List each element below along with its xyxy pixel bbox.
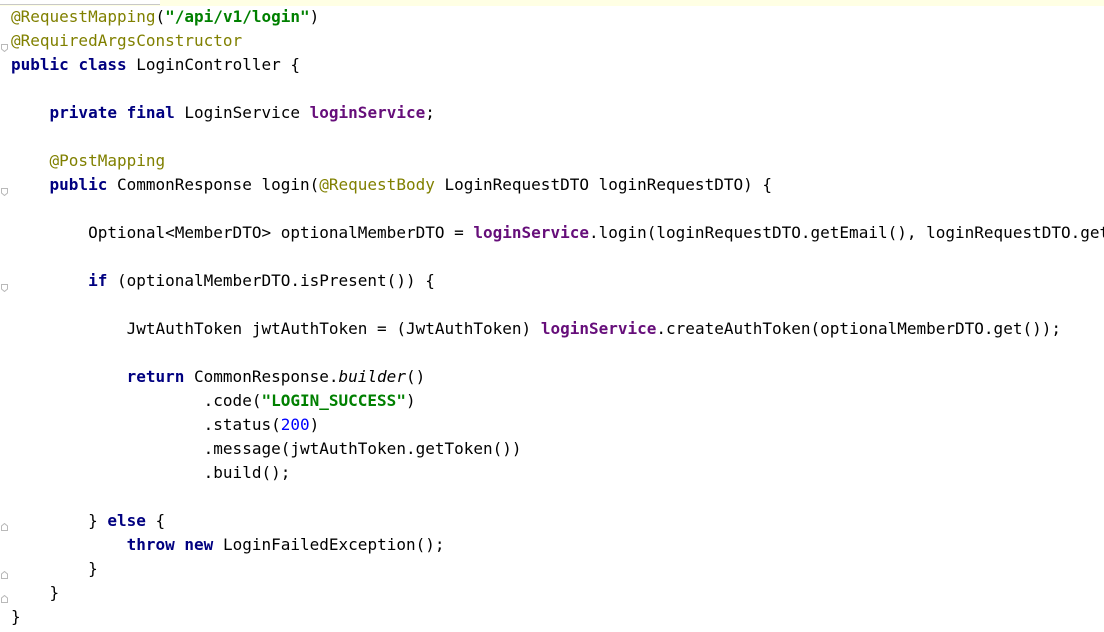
- code-line[interactable]: private final LoginService loginService;: [11, 101, 1104, 125]
- code-token: CommonResponse.: [184, 367, 339, 386]
- code-token: "LOGIN_SUCCESS": [261, 391, 406, 410]
- previous-line-edge: [0, 0, 160, 5]
- code-token: .build();: [11, 463, 291, 482]
- code-token: (): [405, 367, 426, 386]
- code-token: @RequiredArgsConstructor: [11, 31, 243, 50]
- code-token: }: [11, 583, 60, 602]
- code-token: "/api/v1/login": [165, 7, 310, 26]
- code-token: JwtAuthToken jwtAuthToken = (JwtAuthToke…: [11, 319, 541, 338]
- fold-end-icon[interactable]: [1, 595, 8, 603]
- code-token: .status(: [11, 415, 281, 434]
- code-token: [11, 271, 88, 290]
- code-token: }: [11, 559, 98, 578]
- code-token: loginService: [309, 103, 426, 122]
- code-token: .login(loginRequestDTO.getEmail(), login…: [588, 223, 1104, 242]
- code-line[interactable]: Optional<MemberDTO> optionalMemberDTO = …: [11, 221, 1104, 245]
- fold-end-icon[interactable]: [1, 571, 8, 579]
- code-area[interactable]: @RequestMapping("/api/v1/login") @Require…: [11, 5, 1104, 629]
- code-line[interactable]: @RequiredArgsConstructor: [11, 29, 1104, 53]
- code-line[interactable]: throw new LoginFailedException();: [11, 533, 1104, 557]
- code-line[interactable]: @RequestMapping("/api/v1/login"): [11, 5, 1104, 29]
- code-token: new: [184, 535, 214, 554]
- code-token: [11, 175, 50, 194]
- code-token: LoginService: [174, 103, 310, 122]
- code-line[interactable]: }: [11, 557, 1104, 581]
- code-token: final: [126, 103, 175, 122]
- code-token: return: [126, 367, 185, 386]
- code-line[interactable]: JwtAuthToken jwtAuthToken = (JwtAuthToke…: [11, 317, 1104, 341]
- code-token: LoginFailedException();: [213, 535, 445, 554]
- code-token: private: [49, 103, 117, 122]
- code-token: ;: [425, 103, 435, 122]
- code-token: [11, 367, 127, 386]
- code-token: .createAuthToken(optionalMemberDTO.get()…: [656, 319, 1061, 338]
- code-line[interactable]: if (optionalMemberDTO.isPresent()) {: [11, 269, 1104, 293]
- code-line[interactable]: } else {: [11, 509, 1104, 533]
- code-token: builder: [338, 367, 406, 386]
- code-token: [11, 151, 50, 170]
- code-token: {: [145, 511, 166, 530]
- code-line[interactable]: [11, 293, 1104, 317]
- code-token: 200: [280, 415, 310, 434]
- code-line[interactable]: [11, 245, 1104, 269]
- code-line[interactable]: public CommonResponse login(@RequestBody…: [11, 173, 1104, 197]
- code-line[interactable]: .build();: [11, 461, 1104, 485]
- code-line[interactable]: [11, 485, 1104, 509]
- code-token: public: [11, 55, 69, 74]
- code-line[interactable]: [11, 341, 1104, 365]
- code-token: ): [309, 415, 320, 434]
- code-token: loginService: [473, 223, 589, 242]
- code-line[interactable]: [11, 197, 1104, 221]
- fold-start-icon[interactable]: [1, 284, 8, 292]
- code-token: (: [155, 7, 166, 26]
- code-token: .code(: [11, 391, 262, 410]
- code-token: (optionalMemberDTO.isPresent()) {: [107, 271, 435, 290]
- code-line[interactable]: [11, 125, 1104, 149]
- code-token: @PostMapping: [49, 151, 166, 170]
- fold-end-icon[interactable]: [1, 523, 8, 531]
- code-token: LoginController {: [126, 55, 300, 74]
- code-token: if: [88, 271, 108, 290]
- code-token: @RequestMapping: [11, 7, 156, 26]
- code-line[interactable]: [11, 77, 1104, 101]
- fold-gutter: [0, 0, 10, 632]
- previous-line-highlight: [0, 0, 1104, 6]
- code-token: [11, 103, 50, 122]
- code-token: else: [107, 511, 146, 530]
- code-token: public: [49, 175, 108, 194]
- code-token: @RequestBody: [319, 175, 435, 194]
- code-token: [11, 535, 127, 554]
- code-token: ): [405, 391, 416, 410]
- code-token: CommonResponse login(: [107, 175, 320, 194]
- code-token: class: [78, 55, 127, 74]
- code-token: LoginRequestDTO loginRequestDTO) {: [434, 175, 772, 194]
- code-token: throw: [126, 535, 175, 554]
- code-token: ): [309, 7, 320, 26]
- code-token: [117, 103, 127, 122]
- code-line[interactable]: return CommonResponse.builder(): [11, 365, 1104, 389]
- code-line[interactable]: .message(jwtAuthToken.getToken()): [11, 437, 1104, 461]
- code-line[interactable]: public class LoginController {: [11, 53, 1104, 77]
- code-line[interactable]: @PostMapping: [11, 149, 1104, 173]
- code-token: [69, 55, 79, 74]
- code-token: Optional<MemberDTO> optionalMemberDTO =: [11, 223, 474, 242]
- code-token: [175, 535, 185, 554]
- code-token: .message(jwtAuthToken.getToken()): [11, 439, 522, 458]
- code-line[interactable]: .status(200): [11, 413, 1104, 437]
- code-token: }: [11, 607, 21, 626]
- fold-start-icon[interactable]: [1, 44, 8, 52]
- code-line[interactable]: }: [11, 605, 1104, 629]
- code-line[interactable]: }: [11, 581, 1104, 605]
- code-line[interactable]: .code("LOGIN_SUCCESS"): [11, 389, 1104, 413]
- fold-start-icon[interactable]: [1, 188, 8, 196]
- code-token: }: [11, 511, 108, 530]
- code-token: loginService: [540, 319, 657, 338]
